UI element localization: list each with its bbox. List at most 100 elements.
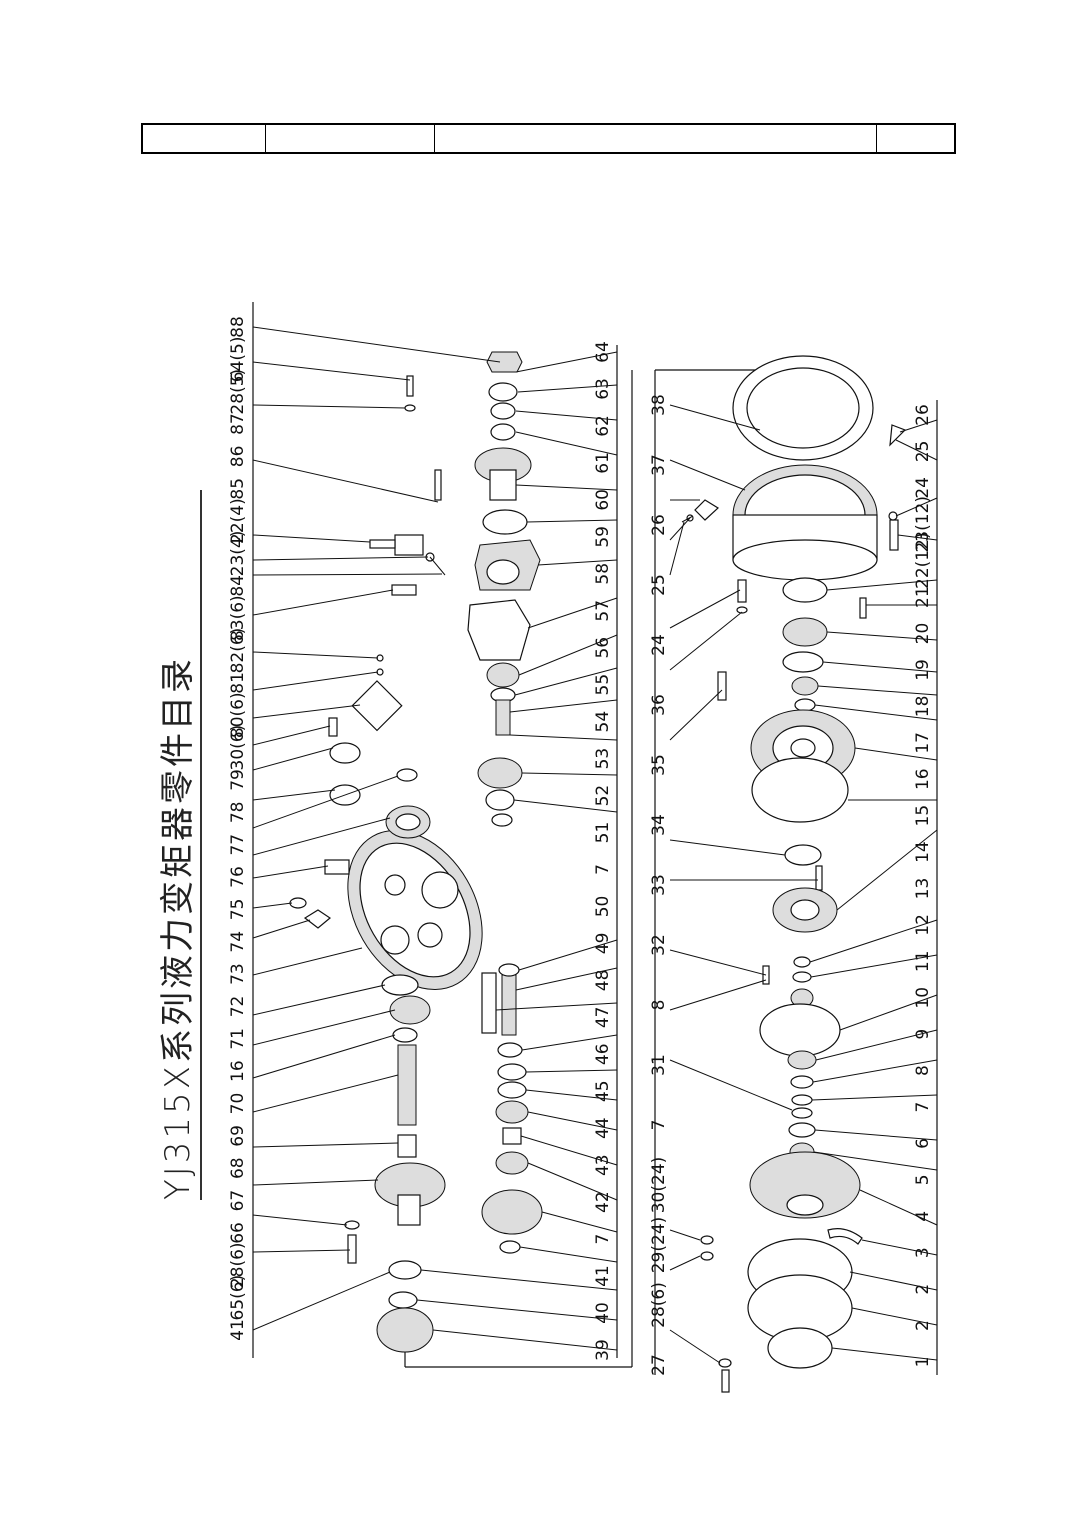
right-top-label-15: 28(6) (649, 1282, 669, 1328)
gasket-57 (467, 599, 531, 661)
ring-7d (791, 1107, 813, 1119)
right-top-label-13: 30(24) (649, 1157, 669, 1214)
left-label-31: 41 (228, 1319, 248, 1341)
right-label-3: 23(12) (913, 496, 933, 553)
bolt-22 (889, 519, 899, 551)
left-label-11: 81 (228, 672, 248, 694)
left-label-6: 22(4) (228, 498, 248, 544)
left-label-22: 71 (228, 1028, 248, 1050)
ring-46 (497, 1063, 527, 1081)
leader-lines (252, 326, 938, 1364)
ring-45 (497, 1081, 527, 1099)
middle-label-20: 45 (593, 1080, 613, 1102)
middle-label-15: 50 (593, 896, 613, 918)
gear-52 (477, 757, 523, 789)
spacer-68 (397, 1134, 417, 1158)
left-label-14: 79 (228, 769, 248, 791)
header-cell-3 (435, 125, 877, 152)
washer-28 (404, 404, 416, 412)
right-top-label-9: 32 (649, 934, 669, 956)
right-top-label-12: 7 (649, 1120, 669, 1131)
left-label-30: 65(6) (228, 1275, 248, 1321)
circlip-7c (791, 1094, 813, 1106)
ring-18 (782, 651, 824, 673)
bolt-65 (347, 1234, 357, 1264)
ring-61 (490, 423, 516, 441)
right-label-5: 21 (913, 586, 933, 608)
right-label-20: 6 (913, 1138, 933, 1149)
middle-label-22: 43 (593, 1154, 613, 1176)
impeller-13 (772, 887, 838, 933)
right-label-19: 7 (913, 1102, 933, 1113)
segment-3 (827, 1228, 863, 1245)
left-label-24: 70 (228, 1093, 248, 1115)
left-label-10: 82(6) (228, 628, 248, 674)
box-85 (394, 534, 424, 556)
right-label-6: 20 (913, 623, 933, 645)
ring-11 (792, 971, 812, 983)
ring-41b (388, 1291, 418, 1309)
bolt-24 (681, 515, 694, 523)
right-label-17: 9 (913, 1029, 933, 1040)
header-cell-1 (143, 125, 266, 152)
bolt-34 (717, 671, 727, 701)
middle-label-12: 52 (593, 785, 613, 807)
left-label-28: 66 (228, 1222, 248, 1244)
header-cell-2 (266, 125, 435, 152)
bearing-9 (787, 1050, 817, 1070)
ring-63 (488, 382, 518, 402)
right-top-label-6: 35 (649, 754, 669, 776)
bearing-43 (495, 1151, 529, 1175)
seal-59 (482, 509, 528, 535)
plate-1 (767, 1327, 833, 1369)
middle-label-26: 40 (593, 1302, 613, 1324)
right-label-14: 12 (913, 914, 933, 936)
left-label-21: 72 (228, 996, 248, 1018)
middle-label-3: 61 (593, 452, 613, 474)
seal-21 (782, 577, 828, 603)
right-label-13: 13 (913, 878, 933, 900)
circlip-7b (499, 1240, 521, 1254)
ring-33 (784, 844, 822, 866)
flange-67 (374, 1162, 446, 1226)
middle-label-5: 59 (593, 526, 613, 548)
plate-26 (694, 499, 719, 521)
middle-label-17: 48 (593, 970, 613, 992)
header-table (141, 123, 956, 154)
right-label-9: 17 (913, 732, 933, 754)
middle-label-9: 55 (593, 674, 613, 696)
left-label-7: 23(4) (228, 531, 248, 577)
circlip-51 (491, 813, 513, 827)
ring-47 (497, 1042, 523, 1058)
circlip-8 (790, 1075, 814, 1089)
right-label-24: 2 (913, 1284, 933, 1295)
right-top-label-1: 37 (649, 454, 669, 476)
middle-label-23: 42 (593, 1191, 613, 1213)
right-top-label-14: 29(24) (649, 1217, 669, 1274)
left-label-13: 30(6) (228, 725, 248, 771)
washer-30 (700, 1235, 714, 1245)
shaft-69 (397, 1044, 417, 1126)
washer-66 (344, 1220, 360, 1230)
middle-label-6: 58 (593, 563, 613, 585)
bolt-64 (406, 375, 414, 397)
left-label-17: 76 (228, 866, 248, 888)
left-label-29: 28(6) (228, 1242, 248, 1288)
flange-4 (749, 1151, 861, 1219)
left-label-23: 16 (228, 1060, 248, 1082)
circlip-16 (794, 698, 816, 712)
right-label-11: 15 (913, 805, 933, 827)
right-top-label-0: 38 (649, 394, 669, 416)
left-label-19: 74 (228, 931, 248, 953)
part-number-labels: 8864(5)28(5)87868522(4)23(4)8483(6)82(6)… (228, 316, 933, 1376)
ring-62 (490, 402, 516, 420)
right-top-label-2: 26 (649, 514, 669, 536)
pipe-85 (369, 539, 396, 549)
left-label-26: 68 (228, 1157, 248, 1179)
middle-label-27: 39 (593, 1339, 613, 1361)
bearing-56 (486, 662, 520, 688)
left-label-27: 67 (228, 1190, 248, 1212)
right-label-23: 3 (913, 1247, 933, 1258)
left-label-0: 88 (228, 316, 248, 338)
